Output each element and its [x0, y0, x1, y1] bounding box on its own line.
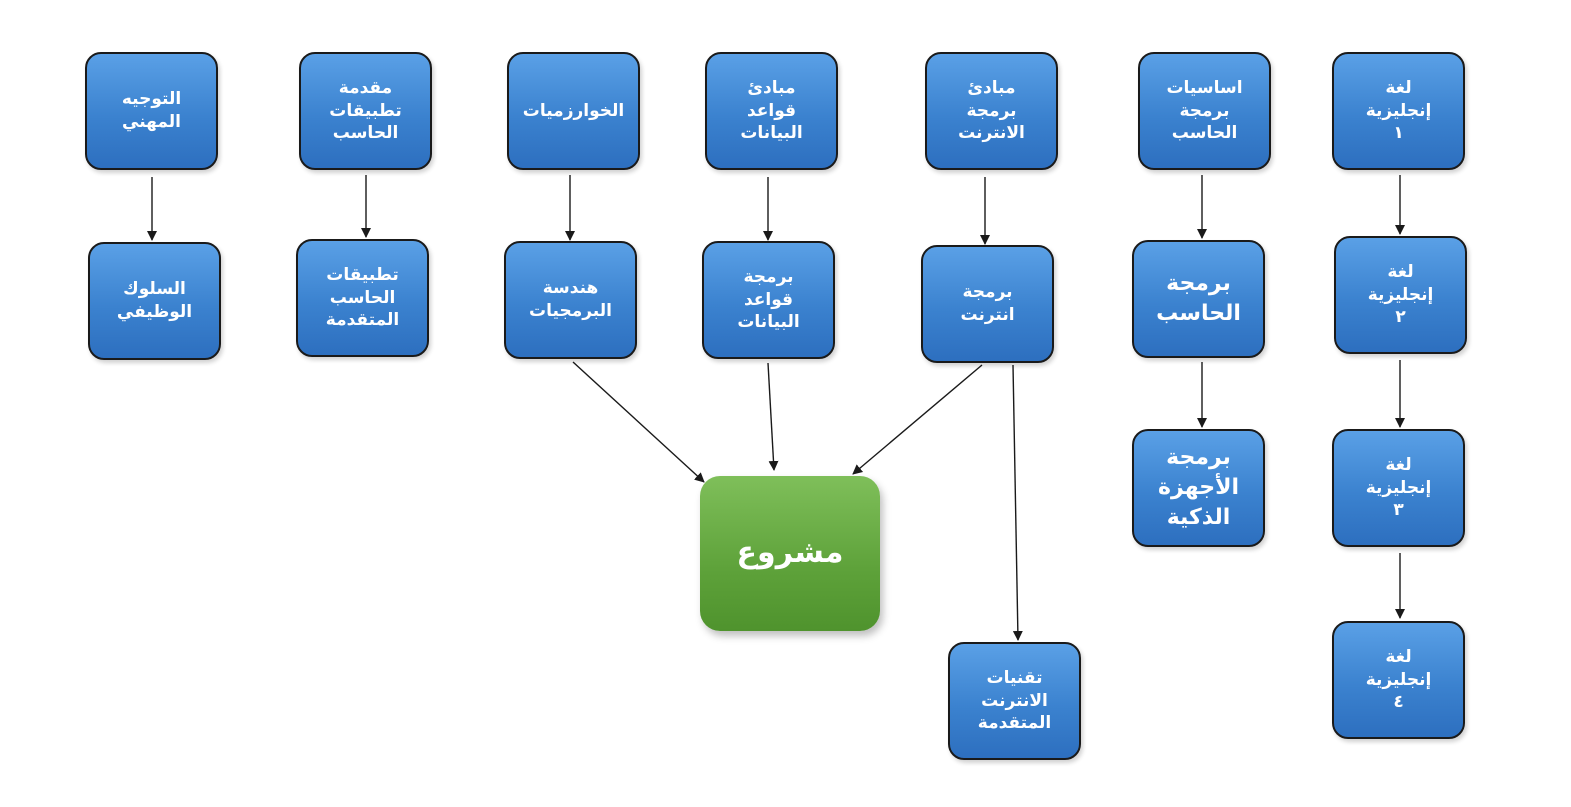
node-advanced-web: تقنيات الانترنت المتقدمة — [948, 642, 1081, 760]
edge-db-programming-to-project — [767, 362, 779, 471]
node-algorithms: الخوارزميات — [507, 52, 640, 170]
node-career-guidance: التوجيه المهني — [85, 52, 218, 170]
node-smart-devices: برمجة الأجهزة الذكية — [1132, 429, 1265, 547]
edge-software-eng-to-project — [572, 361, 705, 483]
node-web-programming: برمجة انترنت — [921, 245, 1054, 363]
edge-web-programming-to-project — [852, 364, 983, 475]
node-english3: لغة إنجليزية ٣ — [1332, 429, 1465, 547]
node-english1: لغة إنجليزية ١ — [1332, 52, 1465, 170]
node-english2: لغة إنجليزية ٢ — [1334, 236, 1467, 354]
edge-web-programming-to-advanced-web — [1012, 364, 1023, 641]
node-english4: لغة إنجليزية ٤ — [1332, 621, 1465, 739]
node-advanced-apps: تطبيقات الحاسب المتقدمة — [296, 239, 429, 357]
node-job-behavior: السلوك الوظيفي — [88, 242, 221, 360]
node-web-principles: مبادئ برمجة الانترنت — [925, 52, 1058, 170]
node-project: مشروع — [700, 476, 880, 631]
node-db-principles: مبادئ قواعد البيانات — [705, 52, 838, 170]
node-intro-apps: مقدمة تطبيقات الحاسب — [299, 52, 432, 170]
node-software-eng: هندسة البرمجيات — [504, 241, 637, 359]
node-computer-prog: برمجة الحاسب — [1132, 240, 1265, 358]
node-db-programming: برمجة قواعد البيانات — [702, 241, 835, 359]
node-prog-basics: اساسيات برمجة الحاسب — [1138, 52, 1271, 170]
